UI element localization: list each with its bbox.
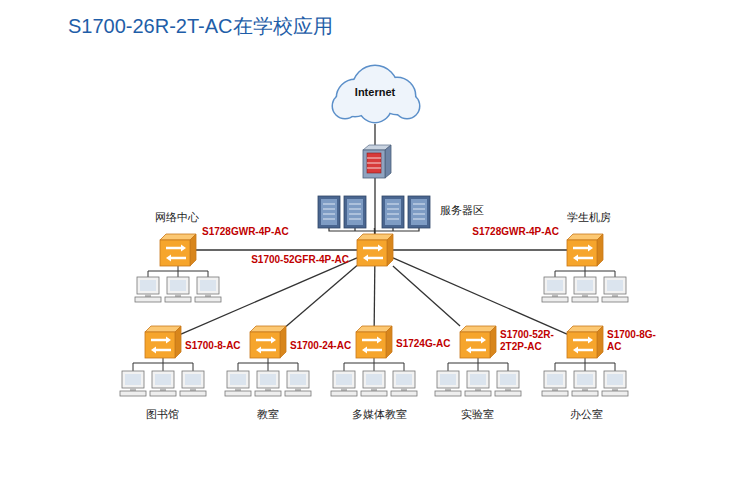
model-label: S1724G-AC: [396, 338, 450, 350]
pc-groups: [120, 266, 628, 396]
switch-node: S1700-8G-AC: [567, 326, 603, 358]
server-group: 服务器区: [318, 196, 430, 228]
network-link: [374, 124, 375, 234]
pc-icon: [495, 371, 521, 396]
pc-icon: [572, 371, 598, 396]
pc-icon: [602, 277, 628, 302]
switch-icon: [145, 326, 181, 358]
model-label: S1700-52R-2T2P-AC: [500, 329, 562, 353]
pc-wire: [448, 358, 508, 371]
network-link: [181, 258, 357, 334]
pc-wire: [133, 358, 193, 371]
switch-icon: [567, 326, 603, 358]
pc-icon: [572, 277, 598, 302]
pc-icon: [361, 371, 387, 396]
pc-icon: [391, 371, 417, 396]
pc-icon: [255, 371, 281, 396]
pc-icon: [225, 371, 251, 396]
model-label: S1728GWR-4P-AC: [451, 226, 559, 238]
pc-icon: [465, 371, 491, 396]
switch-icon: [356, 326, 392, 358]
model-label: S1700-8-AC: [185, 340, 241, 352]
firewall-icon: [363, 145, 391, 178]
switch-node: S1728GWR-4P-AC: [160, 234, 196, 266]
area-label: 实验室: [461, 408, 494, 421]
switch-node: S1700-8-AC: [145, 326, 181, 358]
switch-icon: [250, 326, 286, 358]
model-label: S1700-8G-AC: [607, 329, 659, 353]
pc-wire: [555, 266, 615, 277]
switch-node: S1700-24-AC: [250, 326, 286, 358]
server-bus: [329, 228, 419, 231]
pc-wire: [555, 358, 615, 371]
switch-icon: [460, 326, 496, 358]
diagram-title: S1700-26R-2T-AC在学校应用: [68, 13, 333, 40]
cloud-label: Internet: [325, 86, 425, 98]
switch-icon: [357, 234, 393, 266]
pc-wire: [344, 358, 404, 371]
pc-icon: [120, 371, 146, 396]
area-label: 多媒体教室: [352, 408, 407, 421]
network-link: [393, 249, 567, 250]
pc-icon: [195, 277, 221, 302]
switch-node: S1724G-AC: [356, 326, 392, 358]
pc-icon: [180, 371, 206, 396]
switch-icon: [567, 234, 603, 266]
network-link: [286, 265, 357, 326]
pc-icon: [542, 277, 568, 302]
switch-node: S1700-52GFR-4P-AC: [357, 234, 393, 266]
pc-icon: [285, 371, 311, 396]
model-label: S1700-52GFR-4P-AC: [235, 254, 349, 266]
area-label: 服务器区: [440, 204, 484, 217]
model-label: S1728GWR-4P-AC: [202, 226, 289, 238]
pc-icon: [331, 371, 357, 396]
pc-icon: [602, 371, 628, 396]
area-label: 办公室: [570, 408, 603, 421]
network-link: [393, 258, 567, 334]
servers-icon: [318, 196, 430, 228]
switch-node: S1700-52R-2T2P-AC: [460, 326, 496, 358]
area-label: 网络中心: [155, 211, 199, 224]
pc-wire: [238, 358, 298, 371]
area-label: 教室: [257, 408, 279, 421]
cloud-node: Internet: [325, 62, 425, 124]
pc-icon: [435, 371, 461, 396]
switch-node: S1728GWR-4P-AC: [567, 234, 603, 266]
network-link: [393, 266, 460, 326]
pc-icon: [165, 277, 191, 302]
pc-wire: [148, 266, 208, 277]
model-label: S1700-24-AC: [290, 340, 351, 352]
pc-icon: [542, 371, 568, 396]
area-label: 学生机房: [567, 211, 611, 224]
network-link: [196, 249, 357, 250]
switch-icon: [160, 234, 196, 266]
pc-icon: [150, 371, 176, 396]
pc-icon: [135, 277, 161, 302]
network-link: [374, 266, 376, 326]
area-label: 图书馆: [146, 408, 179, 421]
